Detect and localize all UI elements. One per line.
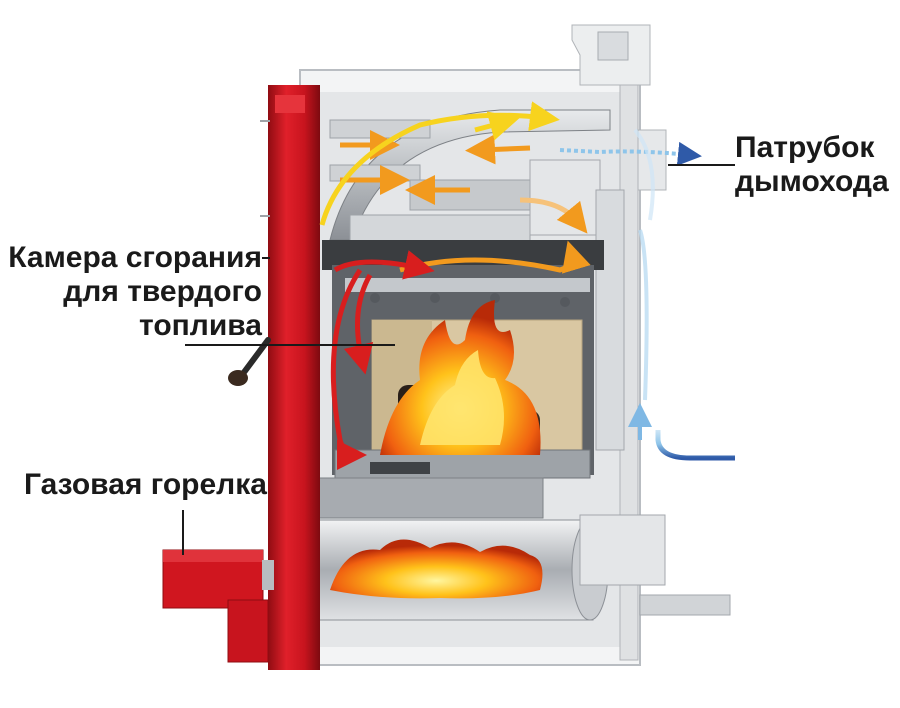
- gas-burner-label: Газовая горелка: [24, 468, 267, 501]
- air-flow-arrows: [628, 128, 655, 440]
- flue-pipe-label: Патрубок дымохода: [735, 131, 889, 199]
- combustion-chamber-label-line1: Камера сгорания: [8, 241, 262, 274]
- flue-pipe-label-line2: дымохода: [735, 165, 889, 198]
- callout-lines: [182, 164, 735, 555]
- water-inlet-arrow: [655, 430, 735, 461]
- gas-burner-unit: [162, 549, 274, 663]
- hot-gas-flow-arrows: [340, 130, 591, 274]
- flame-flow-arrows: [330, 250, 435, 470]
- wood-fire: [380, 300, 541, 455]
- front-red-panel: [260, 85, 320, 670]
- door-handle: [228, 337, 271, 386]
- gas-flame: [330, 539, 543, 599]
- combustion-chamber-label: Камера сгорания для твердого топлива: [6, 241, 262, 343]
- flue-pipe-label-line1: Патрубок: [735, 131, 875, 164]
- combustion-chamber-label-line3: топлива: [139, 309, 262, 342]
- exhaust-flow-arrows: [319, 101, 560, 226]
- combustion-chamber-label-line2: для твердого: [63, 275, 262, 308]
- flue-outlet-arrow: [559, 141, 702, 166]
